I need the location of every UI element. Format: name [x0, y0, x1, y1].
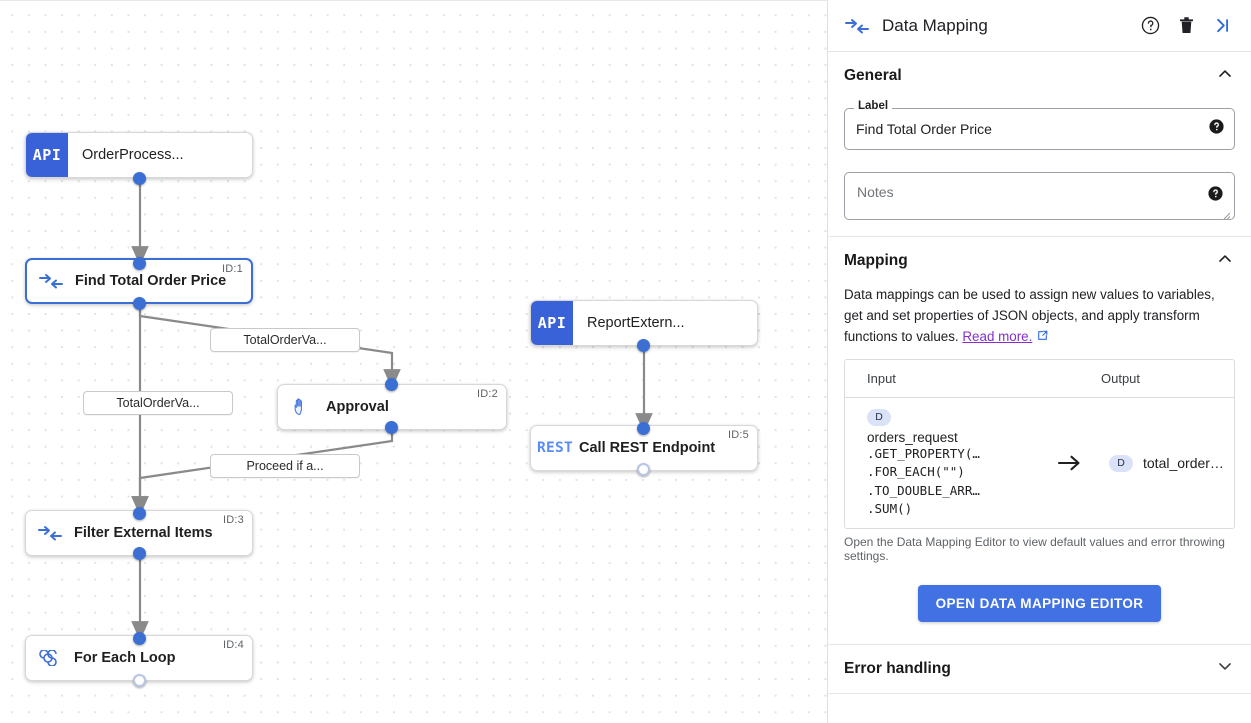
label-field[interactable]: Label Find Total Order Price — [844, 100, 1235, 150]
section-general: General Label Find Total Order Price — [828, 52, 1251, 236]
external-link-icon[interactable] — [1036, 329, 1049, 344]
input-transform-2: .FOR_EACH("") — [867, 464, 965, 480]
chevron-up-icon[interactable] — [1215, 249, 1235, 274]
input-type-badge: D — [867, 408, 891, 426]
data-mapping-icon — [27, 273, 75, 289]
node-title: ReportExtern... — [587, 315, 685, 331]
arrow-right-icon — [1045, 454, 1095, 472]
node-title: Filter External Items — [74, 525, 213, 541]
column-header-input: Input — [867, 371, 896, 387]
node-id-badge: ID:5 — [728, 429, 749, 441]
node-id-badge: ID:2 — [477, 388, 498, 400]
node-id-badge: ID:4 — [223, 639, 244, 651]
node-title: Call REST Endpoint — [579, 440, 716, 456]
section-divider — [828, 643, 1251, 645]
section-general-header[interactable]: General — [844, 52, 1235, 100]
loop-icon — [26, 650, 74, 666]
help-circle-icon[interactable] — [1135, 11, 1165, 41]
panel-body: General Label Find Total Order Price — [828, 52, 1251, 723]
open-data-mapping-editor-button[interactable]: OPEN DATA MAPPING EDITOR — [917, 584, 1162, 622]
section-error-handling-header[interactable]: Error handling — [844, 645, 1235, 693]
rest-tile-icon: REST — [536, 440, 574, 456]
node-connector-out[interactable] — [385, 421, 398, 434]
mapping-table-header: Input Output — [845, 360, 1234, 399]
section-error-handling: Error handling — [828, 645, 1251, 693]
node-connector-in[interactable] — [133, 257, 146, 270]
help-filled-icon[interactable] — [1208, 118, 1225, 140]
workflow-node-reportextern[interactable]: API ReportExtern... — [530, 300, 758, 346]
label-field-value[interactable]: Find Total Order Price — [856, 121, 992, 137]
trash-icon[interactable] — [1171, 11, 1201, 41]
node-connector-out[interactable] — [133, 297, 146, 310]
mapping-output-cell[interactable]: D total_order… — [1095, 454, 1234, 472]
notes-field[interactable]: Notes — [844, 172, 1235, 220]
textarea-resize-handle[interactable] — [1221, 207, 1231, 220]
node-connector-out[interactable] — [637, 463, 650, 476]
mapping-description: Data mappings can be used to assign new … — [844, 285, 1235, 347]
workflow-node-orderprocess[interactable]: API OrderProcess... — [25, 132, 253, 178]
data-mapping-icon — [26, 525, 74, 541]
node-title: Find Total Order Price — [75, 273, 227, 289]
section-title: Mapping — [844, 252, 908, 269]
workflow-canvas[interactable]: API OrderProcess... Find Total Order Pri… — [0, 0, 827, 723]
section-mapping: Mapping Data mappings can be used to ass… — [828, 237, 1251, 644]
section-divider — [828, 236, 1251, 237]
data-mapping-icon — [844, 18, 874, 34]
panel-header: Data Mapping — [828, 0, 1251, 52]
node-connector-out[interactable] — [133, 674, 146, 687]
node-id-badge: ID:3 — [223, 514, 244, 526]
notes-placeholder: Notes — [857, 184, 894, 200]
mapping-table: Input Output D orders_request .GET_PROPE… — [844, 359, 1235, 529]
chevron-up-icon[interactable] — [1215, 64, 1235, 89]
node-title: For Each Loop — [74, 650, 176, 666]
input-transform-3: .TO_DOUBLE_ARR… — [867, 482, 980, 498]
node-title: Approval — [326, 399, 389, 415]
input-variable-name: orders_request — [867, 430, 958, 446]
section-mapping-header[interactable]: Mapping — [844, 237, 1235, 285]
edge-label[interactable]: Proceed if a... — [210, 454, 360, 478]
output-variable-name: total_order… — [1143, 455, 1224, 472]
api-tile-icon: API — [531, 301, 573, 345]
section-title: Error handling — [844, 659, 951, 677]
input-transform-1: .GET_PROPERTY(… — [867, 446, 980, 462]
node-connector-out[interactable] — [637, 339, 650, 352]
edge-label[interactable]: TotalOrderVa... — [210, 328, 360, 352]
mapping-hint: Open the Data Mapping Editor to view def… — [844, 534, 1225, 563]
node-connector-out[interactable] — [133, 172, 146, 185]
mapping-table-row[interactable]: D orders_request .GET_PROPERTY(… .FOR_EA… — [845, 398, 1234, 528]
section-divider — [828, 692, 1251, 694]
input-transform-4: .SUM() — [867, 500, 913, 516]
collapse-panel-right-icon[interactable] — [1207, 11, 1237, 41]
node-connector-out[interactable] — [133, 547, 146, 560]
page-title: Data Mapping — [882, 15, 988, 35]
output-type-badge: D — [1109, 454, 1133, 472]
api-tile-icon: API — [26, 133, 68, 177]
node-title: OrderProcess... — [82, 147, 184, 163]
read-more-link[interactable]: Read more. — [962, 328, 1033, 344]
node-connector-in[interactable] — [133, 507, 146, 520]
node-id-badge: ID:1 — [222, 263, 243, 275]
section-title: General — [844, 67, 902, 84]
node-connector-in[interactable] — [637, 422, 650, 435]
column-header-output: Output — [1101, 371, 1141, 387]
help-filled-icon[interactable] — [1207, 185, 1224, 207]
chevron-down-icon[interactable] — [1215, 656, 1235, 681]
edge-label[interactable]: TotalOrderVa... — [83, 391, 233, 415]
workflow-edges — [131, 179, 653, 641]
field-border — [844, 108, 1235, 150]
properties-panel: Data Mapping — [827, 0, 1251, 723]
node-connector-in[interactable] — [133, 632, 146, 645]
mapping-input-cell[interactable]: D orders_request .GET_PROPERTY(… .FOR_EA… — [845, 398, 1045, 528]
mapping-description-text: Data mappings can be used to assign new … — [844, 287, 1215, 344]
label-field-legend: Label — [854, 100, 893, 112]
node-connector-in[interactable] — [385, 378, 398, 391]
hand-icon — [278, 396, 326, 418]
